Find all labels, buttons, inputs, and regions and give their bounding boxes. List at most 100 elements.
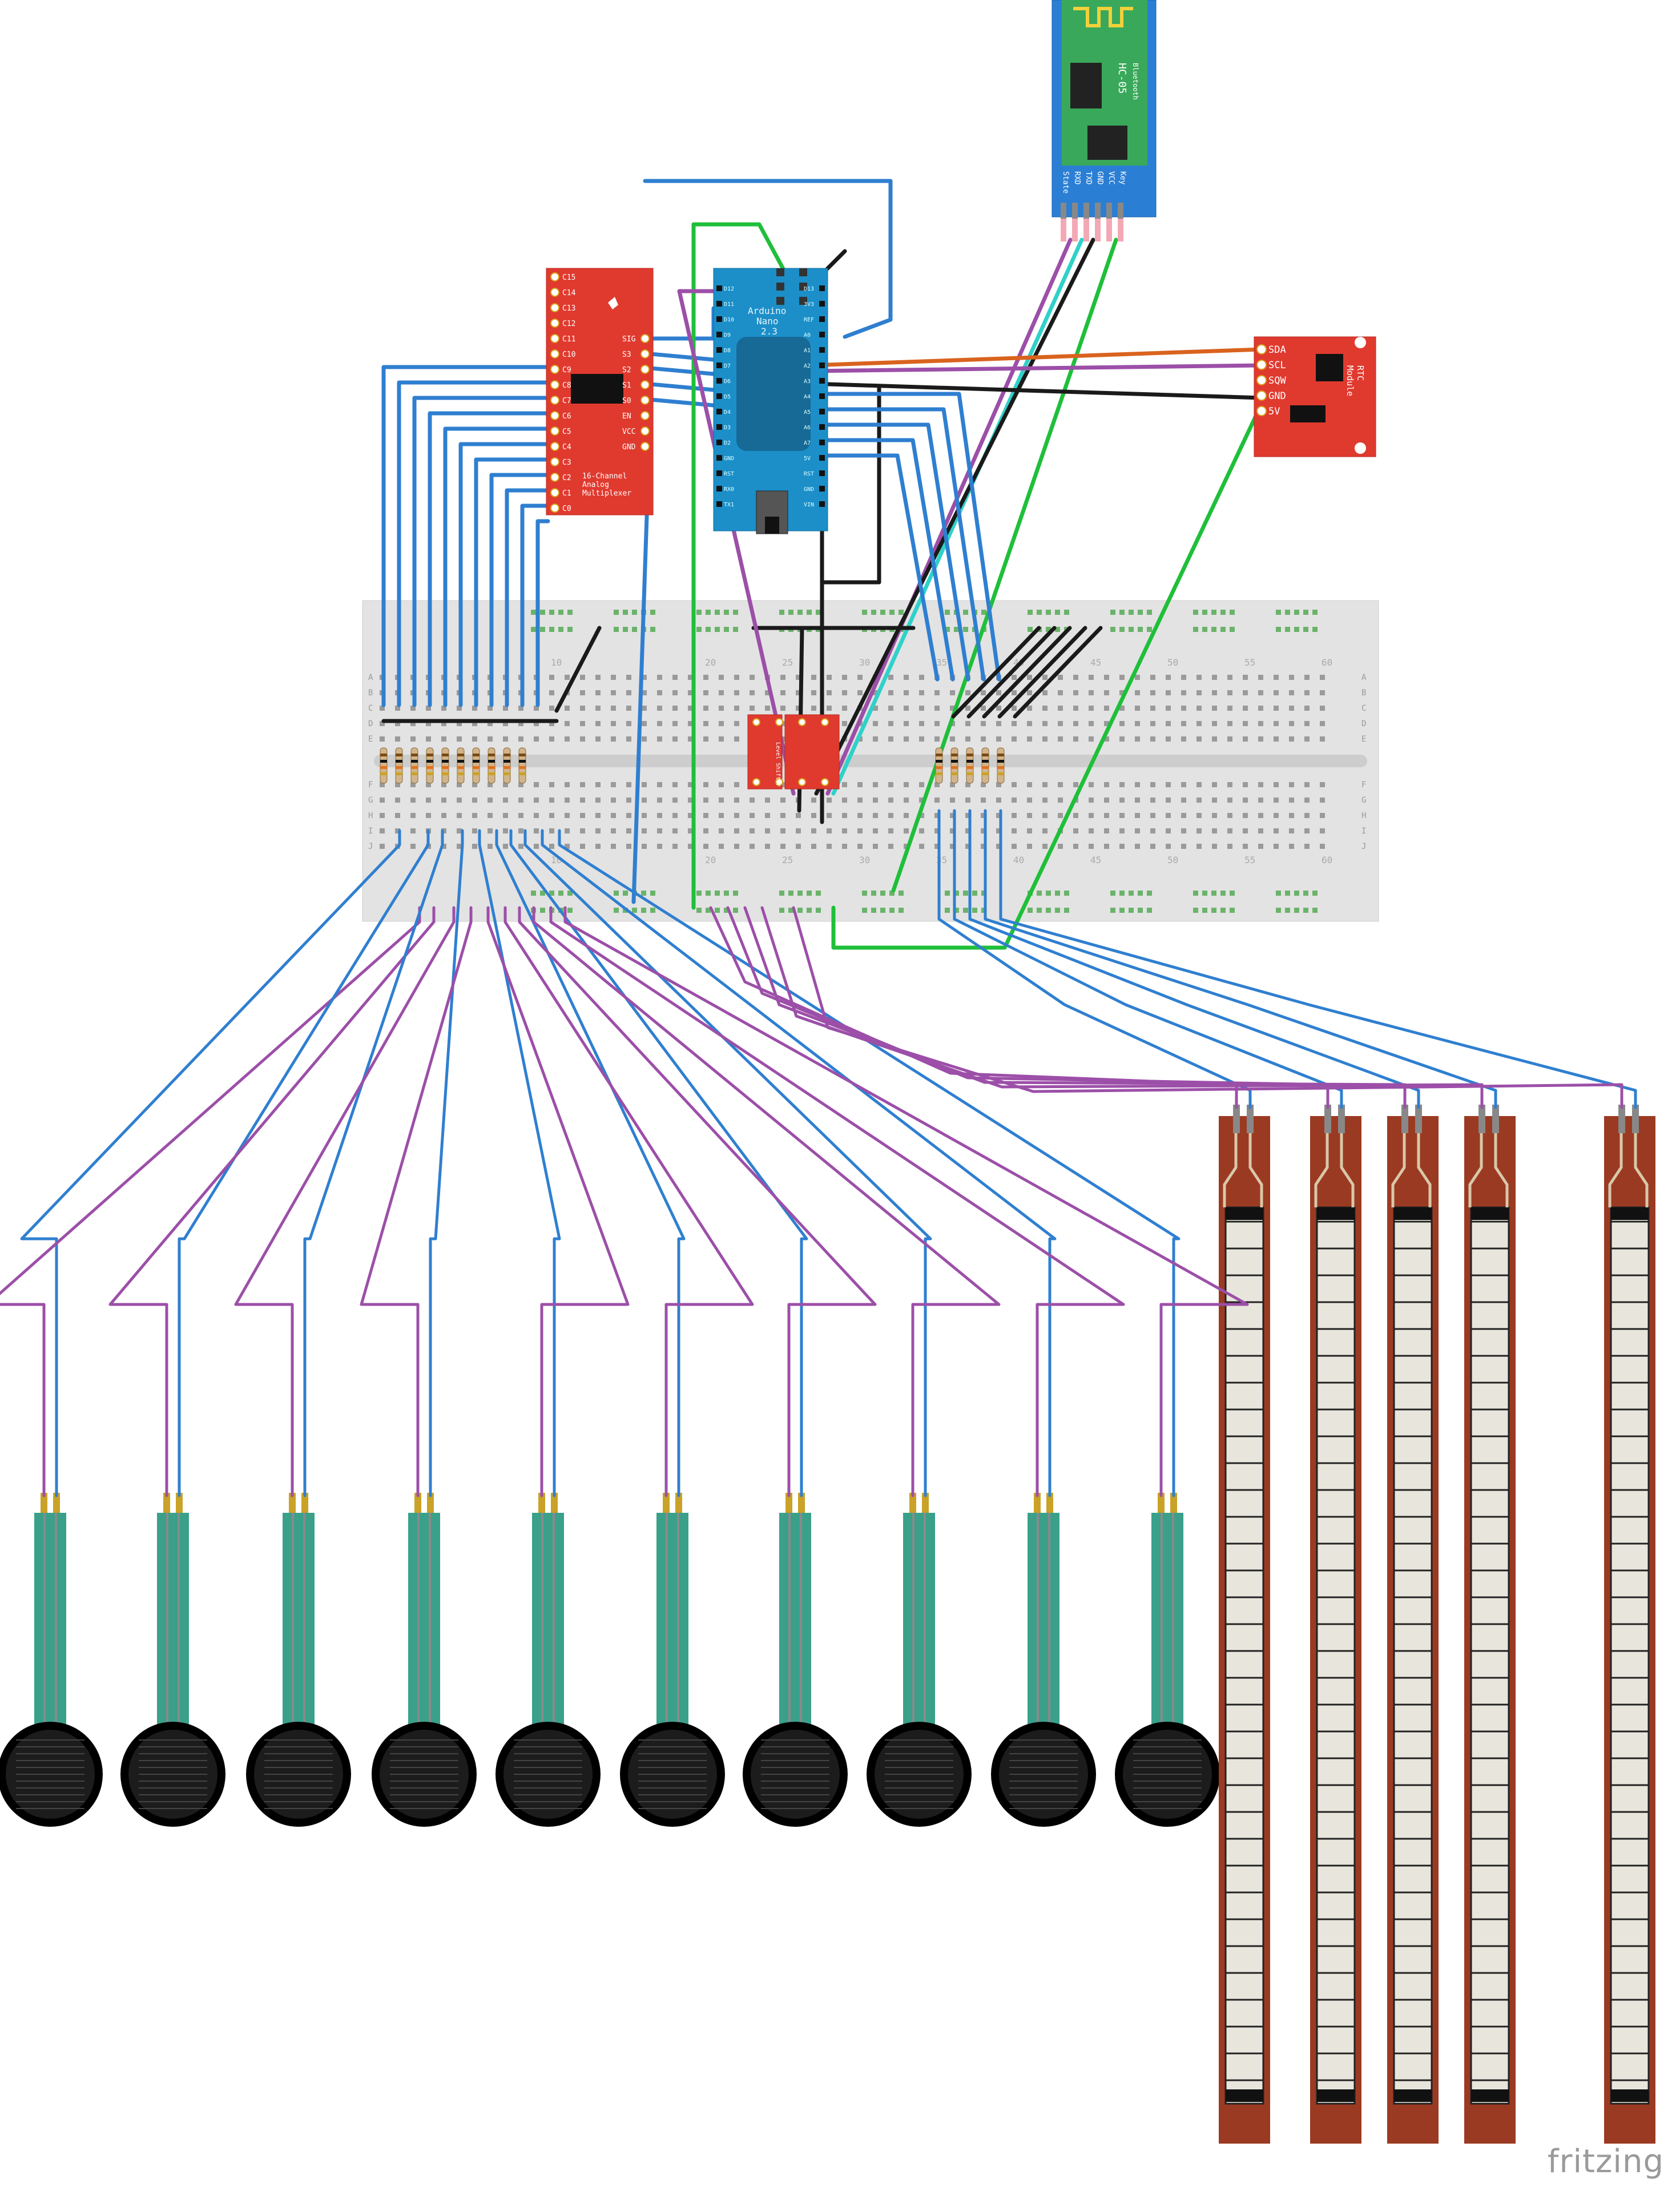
terminal-hole	[1304, 675, 1310, 680]
terminal-hole	[842, 675, 847, 680]
terminal-hole	[1119, 736, 1125, 742]
terminal-hole	[1274, 706, 1279, 711]
terminal-hole	[503, 721, 508, 726]
power-rail-hole	[954, 891, 959, 896]
power-rail-hole	[862, 891, 867, 896]
power-rail-hole	[650, 627, 655, 632]
terminal-hole	[1304, 721, 1310, 726]
terminal-hole	[534, 706, 539, 711]
terminal-hole	[1274, 675, 1279, 680]
power-rail-hole	[1294, 610, 1299, 615]
terminal-hole	[1104, 706, 1109, 711]
terminal-hole	[1320, 782, 1325, 787]
terminal-hole	[1089, 690, 1094, 695]
terminal-hole	[842, 828, 847, 833]
terminal-hole	[996, 813, 1001, 818]
terminal-hole	[1166, 844, 1171, 849]
terminal-hole	[1320, 828, 1325, 833]
mux-pin	[550, 334, 559, 343]
power-rail-hole	[816, 891, 821, 896]
resistor-band	[442, 760, 449, 763]
terminal-hole	[919, 828, 924, 833]
terminal-hole	[1181, 782, 1186, 787]
fsr-pin	[163, 1493, 170, 1513]
mux-channel-wire	[443, 426, 550, 707]
column-number: 45	[1090, 855, 1101, 865]
power-rail-hole	[797, 610, 803, 615]
row-letter: E	[368, 735, 373, 744]
fsr-signal-wire	[478, 829, 561, 1497]
terminal-hole	[950, 782, 955, 787]
terminal-hole	[1274, 690, 1279, 695]
mux-channel-wire	[381, 365, 550, 707]
terminal-hole	[1289, 721, 1294, 726]
resistor-band	[473, 760, 480, 763]
terminal-hole	[1058, 721, 1063, 726]
terminal-hole	[934, 706, 940, 711]
terminal-hole	[1166, 828, 1171, 833]
terminal-hole	[1181, 828, 1186, 833]
hc05-pin	[1083, 203, 1089, 219]
terminal-hole	[934, 844, 940, 849]
terminal-hole	[734, 844, 739, 849]
hc05-label: HC-05	[1116, 63, 1128, 94]
terminal-hole	[1073, 736, 1078, 742]
nano-chip-area	[736, 337, 811, 451]
row-letter: H	[1361, 811, 1366, 820]
terminal-hole	[934, 690, 940, 695]
rtc-sda-wire	[808, 347, 1264, 368]
terminal-hole	[734, 690, 739, 695]
power-rail-hole	[1294, 627, 1299, 632]
fsr-tail	[779, 1513, 811, 1741]
power-rail-hole	[1202, 908, 1207, 913]
mux-channel-wire	[458, 442, 550, 707]
power-rail-hole	[1046, 891, 1051, 896]
power-rail-hole	[972, 891, 977, 896]
terminal-hole	[380, 844, 385, 849]
resistor-band	[982, 754, 989, 756]
resistor-body	[380, 747, 388, 784]
terminal-hole	[488, 828, 493, 833]
terminal-hole	[472, 736, 477, 742]
mux-pin	[640, 411, 650, 420]
row-letter: G	[368, 796, 373, 805]
column-number: 25	[782, 657, 793, 668]
nano-analog-wire	[814, 407, 986, 682]
breadboard-center-channel	[374, 755, 1367, 767]
flex-segment-end	[1471, 1207, 1509, 1220]
mux-pin	[550, 504, 559, 513]
terminal-hole	[750, 690, 755, 695]
terminal-hole	[1181, 798, 1186, 803]
terminal-hole	[827, 813, 832, 818]
mux-pin-label: VCC	[622, 428, 635, 436]
flex-gnd-jumper	[966, 626, 1057, 719]
mux-pin	[550, 272, 559, 281]
power-rail-hole	[1230, 627, 1235, 632]
power-rail-hole	[558, 627, 563, 632]
terminal-hole	[950, 706, 955, 711]
power-rail-hole	[1046, 908, 1051, 913]
power-rail-hole	[963, 627, 968, 632]
nano-pin	[716, 409, 722, 414]
terminal-hole	[642, 798, 647, 803]
power-rail-hole	[1276, 627, 1281, 632]
power-rail-hole	[1211, 610, 1216, 615]
terminal-hole	[688, 828, 693, 833]
column-number: 10	[551, 657, 562, 668]
mux-pin-label: C6	[562, 412, 571, 421]
terminal-hole	[1073, 706, 1078, 711]
hc05-pin-lead	[1083, 219, 1089, 241]
resistor-body	[426, 747, 434, 784]
terminal-hole	[857, 690, 863, 695]
column-number: 20	[705, 855, 716, 865]
terminal-hole	[549, 828, 554, 833]
shifter-pin	[775, 778, 783, 786]
power-rail-hole	[733, 891, 738, 896]
fsr-pin	[909, 1493, 916, 1513]
resistor-body	[935, 747, 943, 784]
terminal-hole	[503, 844, 508, 849]
power-rail-hole	[1220, 891, 1226, 896]
terminal-hole	[780, 690, 785, 695]
terminal-hole	[1135, 828, 1140, 833]
